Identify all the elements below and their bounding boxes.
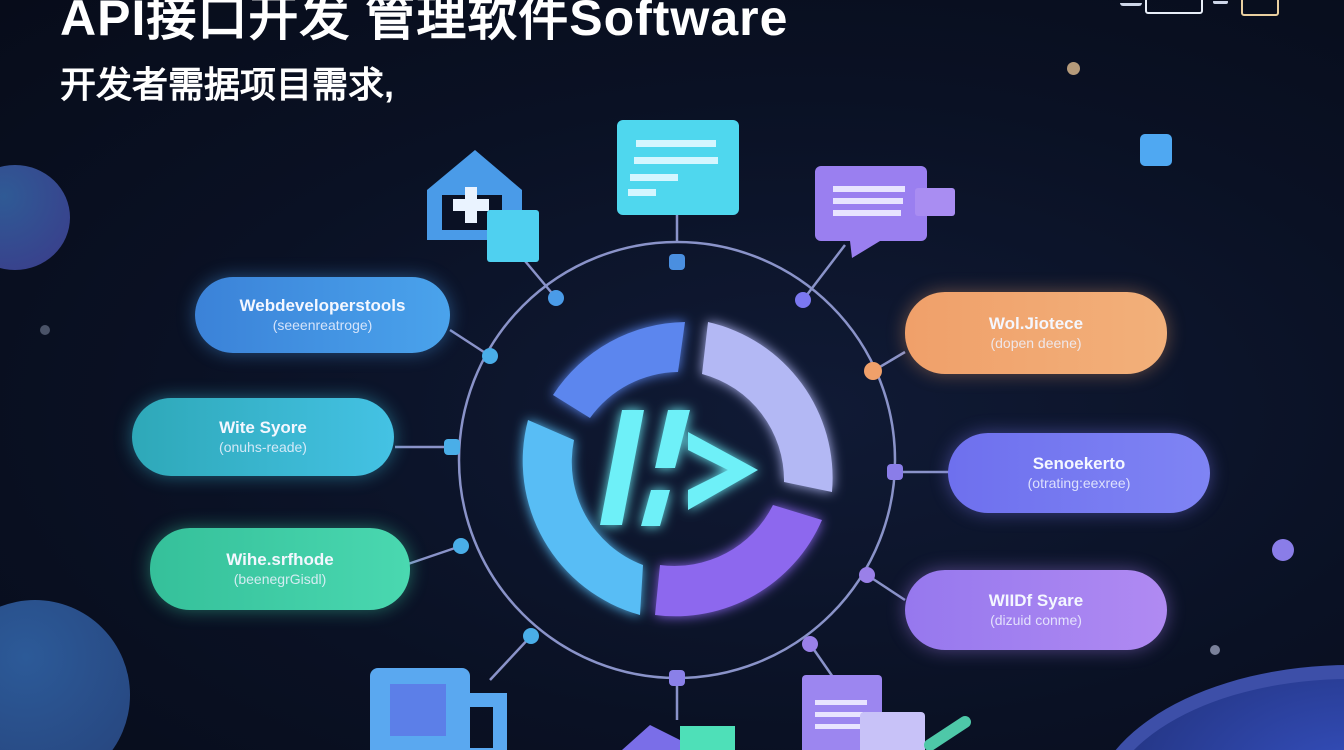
- documents-check-icon: [802, 675, 971, 750]
- decor-dot: [1272, 539, 1294, 561]
- pill-subtitle: (dizuid conme): [990, 612, 1082, 628]
- pill-title: Wihe.srfhode: [226, 550, 334, 569]
- pill-title: Wol.Jiotece: [988, 314, 1084, 333]
- pill-title: WIIDf Syare: [988, 591, 1084, 610]
- feature-pill-left-1[interactable]: Webdeveloperstools (seeenreatroge): [195, 277, 450, 353]
- feature-pill-left-3[interactable]: Wihe.srfhode (beenegrGisdl): [150, 528, 410, 610]
- pill-subtitle: (onuhs-reade): [219, 439, 307, 455]
- chat-bubble-icon: [815, 166, 955, 258]
- pill-title: Wite Syore: [219, 418, 307, 437]
- decor-dot: [1210, 645, 1220, 655]
- pill-subtitle: (otrating:eexree): [1027, 475, 1131, 491]
- feature-pill-right-3[interactable]: WIIDf Syare (dizuid conme): [905, 570, 1167, 650]
- center-ring: [522, 322, 833, 617]
- feature-pill-left-2[interactable]: Wite Syore (onuhs-reade): [132, 398, 394, 476]
- code-mug-icon: [370, 668, 507, 750]
- document-lines-icon: [617, 120, 739, 215]
- pill-title: Webdeveloperstools: [239, 296, 406, 315]
- page-title: API接口开发 管理软件Software: [60, 0, 789, 46]
- cube-icon: [622, 725, 735, 750]
- home-plus-icon: [427, 150, 539, 262]
- code-slash-play-icon: [600, 410, 758, 526]
- pill-subtitle: (beenegrGisdl): [233, 571, 327, 587]
- feature-pill-right-2[interactable]: Senoekerto (otrating:eexree): [948, 433, 1210, 513]
- pill-subtitle: (seeenreatroge): [272, 317, 373, 333]
- window-control-icon[interactable]: [1120, 0, 1142, 6]
- decor-square: [1140, 134, 1172, 166]
- pill-subtitle: (dopen deene): [990, 335, 1082, 351]
- decor-dot: [40, 325, 50, 335]
- page-subtitle: 开发者需据项目需求,: [60, 64, 395, 105]
- window-close-icon[interactable]: [1241, 0, 1279, 16]
- feature-pill-right-1[interactable]: Wol.Jiotece (dopen deene): [905, 292, 1167, 374]
- decor-dot: [1067, 62, 1080, 75]
- pill-title: Senoekerto: [1032, 454, 1126, 473]
- window-minimize-icon[interactable]: [1213, 0, 1228, 4]
- window-maximize-icon[interactable]: [1145, 0, 1203, 14]
